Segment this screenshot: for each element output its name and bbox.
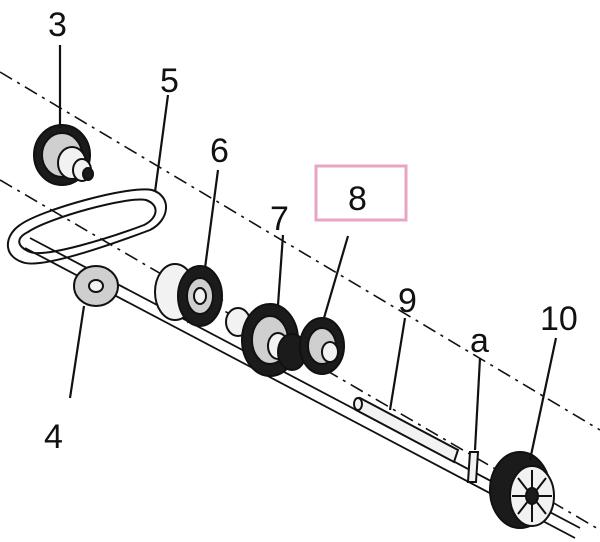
center-axis-upper (0, 71, 600, 431)
leader-lines (58, 45, 558, 461)
part-8-pulley (299, 317, 345, 375)
part-4-washer (73, 265, 119, 307)
part-10-wheel (489, 451, 555, 529)
callout-9: 9 (398, 282, 417, 320)
part-a-clip (466, 451, 480, 483)
part-3-bearing (33, 124, 94, 186)
part-6-bearing (154, 263, 224, 327)
callout-8-highlight-box (314, 164, 408, 222)
callout-10: 10 (540, 300, 578, 338)
callout-8: 8 (348, 180, 367, 218)
callout-4: 4 (44, 418, 63, 456)
callout-7: 7 (270, 200, 289, 238)
shaft (24, 237, 581, 539)
part-9-pin (353, 396, 460, 464)
part-5-belt (6, 188, 167, 265)
callout-3: 3 (48, 6, 67, 44)
callout-a: a (470, 322, 489, 360)
callout-5: 5 (160, 62, 179, 100)
part-7-bearing-assembly (225, 303, 307, 377)
callout-6: 6 (210, 132, 229, 170)
